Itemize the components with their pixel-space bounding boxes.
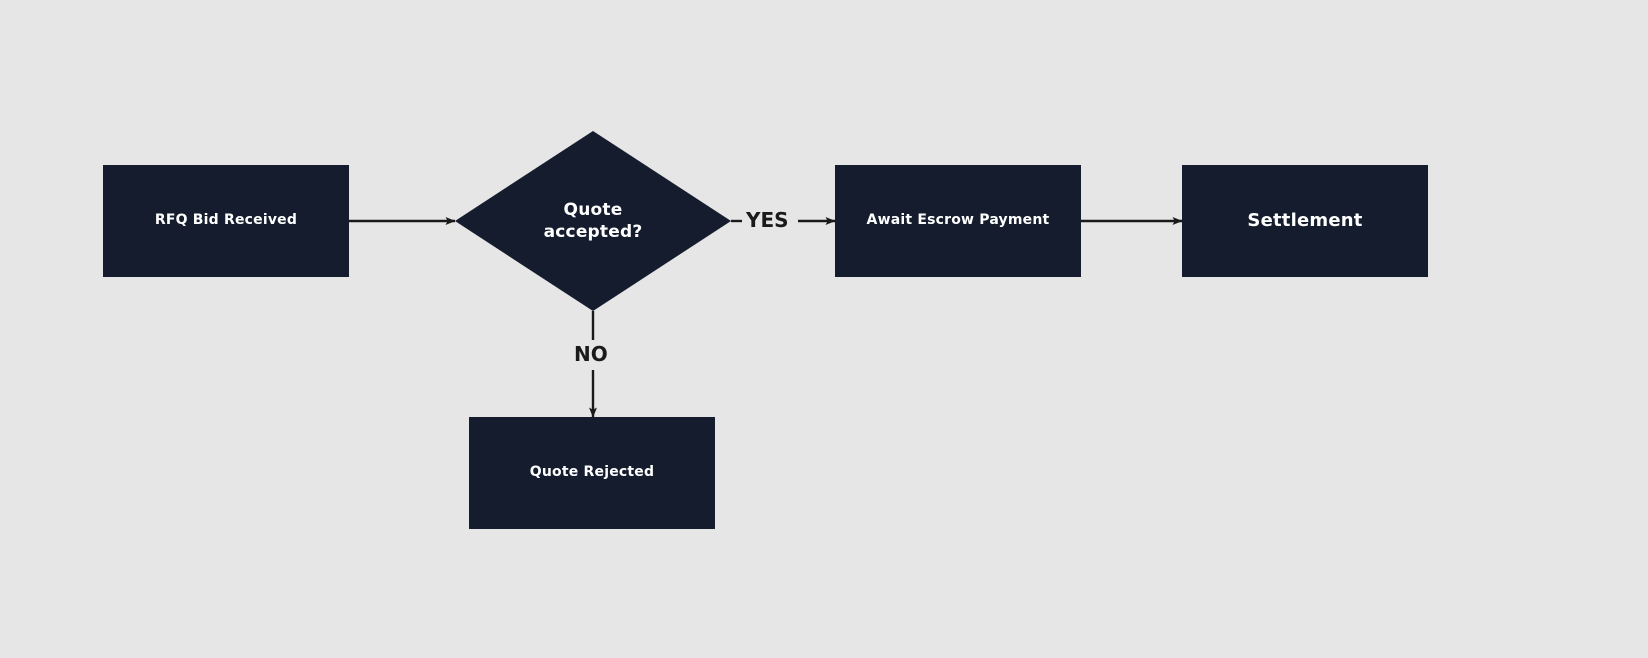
node-settlement[interactable]: Settlement <box>1182 165 1428 277</box>
node-rfq-bid-received-label: RFQ Bid Received <box>154 212 298 229</box>
edge-label-yes: YES <box>742 208 793 232</box>
decision-diamond-shape <box>455 131 731 311</box>
node-quote-rejected-label: Quote Rejected <box>529 464 655 481</box>
edge-label-no: NO <box>570 342 612 366</box>
node-quote-accepted-label: Quote accepted? <box>543 199 643 242</box>
node-rfq-bid-received[interactable]: RFQ Bid Received <box>103 165 349 277</box>
node-await-escrow-payment-label: Await Escrow Payment <box>866 212 1050 229</box>
node-quote-accepted-decision[interactable]: Quote accepted? <box>455 131 731 311</box>
node-settlement-label: Settlement <box>1247 210 1363 232</box>
node-await-escrow-payment[interactable]: Await Escrow Payment <box>835 165 1081 277</box>
node-quote-rejected[interactable]: Quote Rejected <box>469 417 715 529</box>
